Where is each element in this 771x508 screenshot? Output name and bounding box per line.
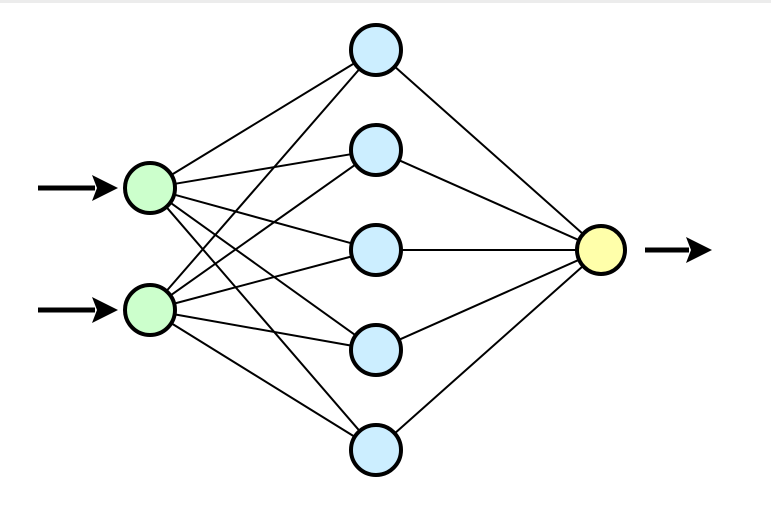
node-h5[interactable]: [349, 423, 403, 477]
edge-i1-h2: [171, 152, 355, 186]
edge-h4-o1: [396, 257, 582, 342]
input-layer: [123, 161, 177, 337]
edge-i1-h5: [164, 204, 362, 434]
output-arrow: [645, 237, 712, 263]
input-arrow-bottom-head: [92, 297, 118, 323]
node-i1[interactable]: [123, 161, 177, 215]
edge-h1-o1: [392, 64, 586, 237]
input-arrow-top-head: [92, 175, 118, 201]
network-nodes: [123, 23, 627, 477]
input-arrow-top: [38, 175, 118, 201]
top-edge-strip: [0, 0, 771, 3]
edge-i2-h1: [164, 66, 362, 294]
node-h4[interactable]: [349, 323, 403, 377]
edge-i1-h1: [168, 60, 358, 178]
node-h1[interactable]: [349, 23, 403, 77]
output-layer: [575, 224, 627, 276]
node-h2[interactable]: [349, 123, 403, 177]
edge-i2-h4: [171, 313, 355, 347]
edge-h2-o1: [396, 158, 582, 243]
io-arrows: [38, 175, 712, 323]
edge-i1-h4: [167, 200, 359, 338]
edge-h5-o1: [392, 263, 586, 436]
output-arrow-head: [686, 237, 712, 263]
hidden-layer: [349, 23, 403, 477]
node-o1[interactable]: [575, 224, 627, 276]
edge-i2-h2: [167, 162, 359, 298]
node-h3[interactable]: [349, 223, 403, 277]
connection-edges: [164, 60, 586, 439]
edge-i2-h3: [171, 254, 355, 306]
input-arrow-bottom: [38, 297, 118, 323]
node-i2[interactable]: [123, 283, 177, 337]
edge-i1-h3: [171, 193, 355, 245]
edge-i2-h5: [168, 321, 358, 439]
